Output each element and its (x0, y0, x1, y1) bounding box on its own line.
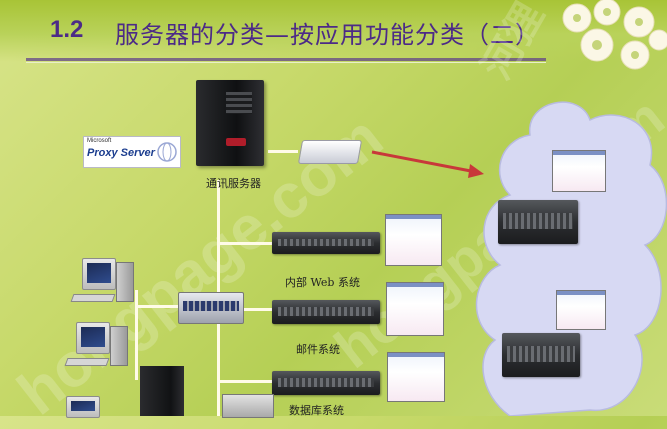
label-database-system: 数据库系统 (289, 404, 344, 417)
slide-section-number: 1.2 (50, 16, 84, 43)
connector-pcs (135, 305, 180, 308)
mail-screenshot (386, 282, 444, 336)
pc-tower-icon (110, 326, 128, 366)
flower-decoration (562, 0, 667, 70)
globe-icon (157, 142, 177, 162)
label-comm-server: 通讯服务器 (206, 177, 261, 190)
pc-tower-icon (222, 394, 274, 418)
pc-tower-icon (116, 262, 134, 302)
proxy-vendor: Microsoft (87, 138, 112, 144)
cloud-web-screenshot (556, 290, 606, 330)
keyboard-icon (64, 358, 110, 366)
label-intranet-web: 内部 Web 系统 (285, 276, 360, 289)
desktop-pc-icon (66, 396, 100, 418)
rack-server-icon (272, 371, 380, 395)
desktop-pc-icon (82, 258, 116, 290)
desktop-pc-icon (76, 322, 110, 354)
web-screenshot (385, 214, 442, 266)
title-underline-highlight (26, 62, 546, 63)
connector-to-router (268, 150, 298, 153)
keyboard-icon (70, 294, 116, 302)
proxy-server-logo: Microsoft Proxy Server (83, 136, 181, 168)
network-switch-icon (178, 292, 244, 324)
proxy-product: Proxy Server (87, 147, 155, 159)
slide: 1.2 服务器的分类—按应用功能分类（二） hongpage.com hongp… (0, 0, 667, 418)
router-icon (297, 140, 363, 164)
connector-to-mail (242, 308, 272, 311)
rack-server-icon (272, 232, 380, 254)
rack-server-icon (502, 333, 580, 377)
title-underline (26, 58, 546, 61)
connector-to-web (218, 242, 272, 245)
database-screenshot (387, 352, 445, 402)
arrow-icon (371, 150, 484, 178)
title-bar (0, 0, 667, 62)
slide-title: 服务器的分类—按应用功能分类（二） (115, 21, 540, 49)
tower-server-icon (196, 80, 264, 166)
label-mail-system: 邮件系统 (296, 343, 340, 356)
rack-server-icon (272, 300, 380, 324)
connector-to-db (218, 380, 272, 383)
rack-server-icon (498, 200, 578, 244)
cloud-web-screenshot (552, 150, 606, 192)
connector-pcs-vertical (135, 290, 138, 380)
tower-server-icon (140, 366, 184, 416)
